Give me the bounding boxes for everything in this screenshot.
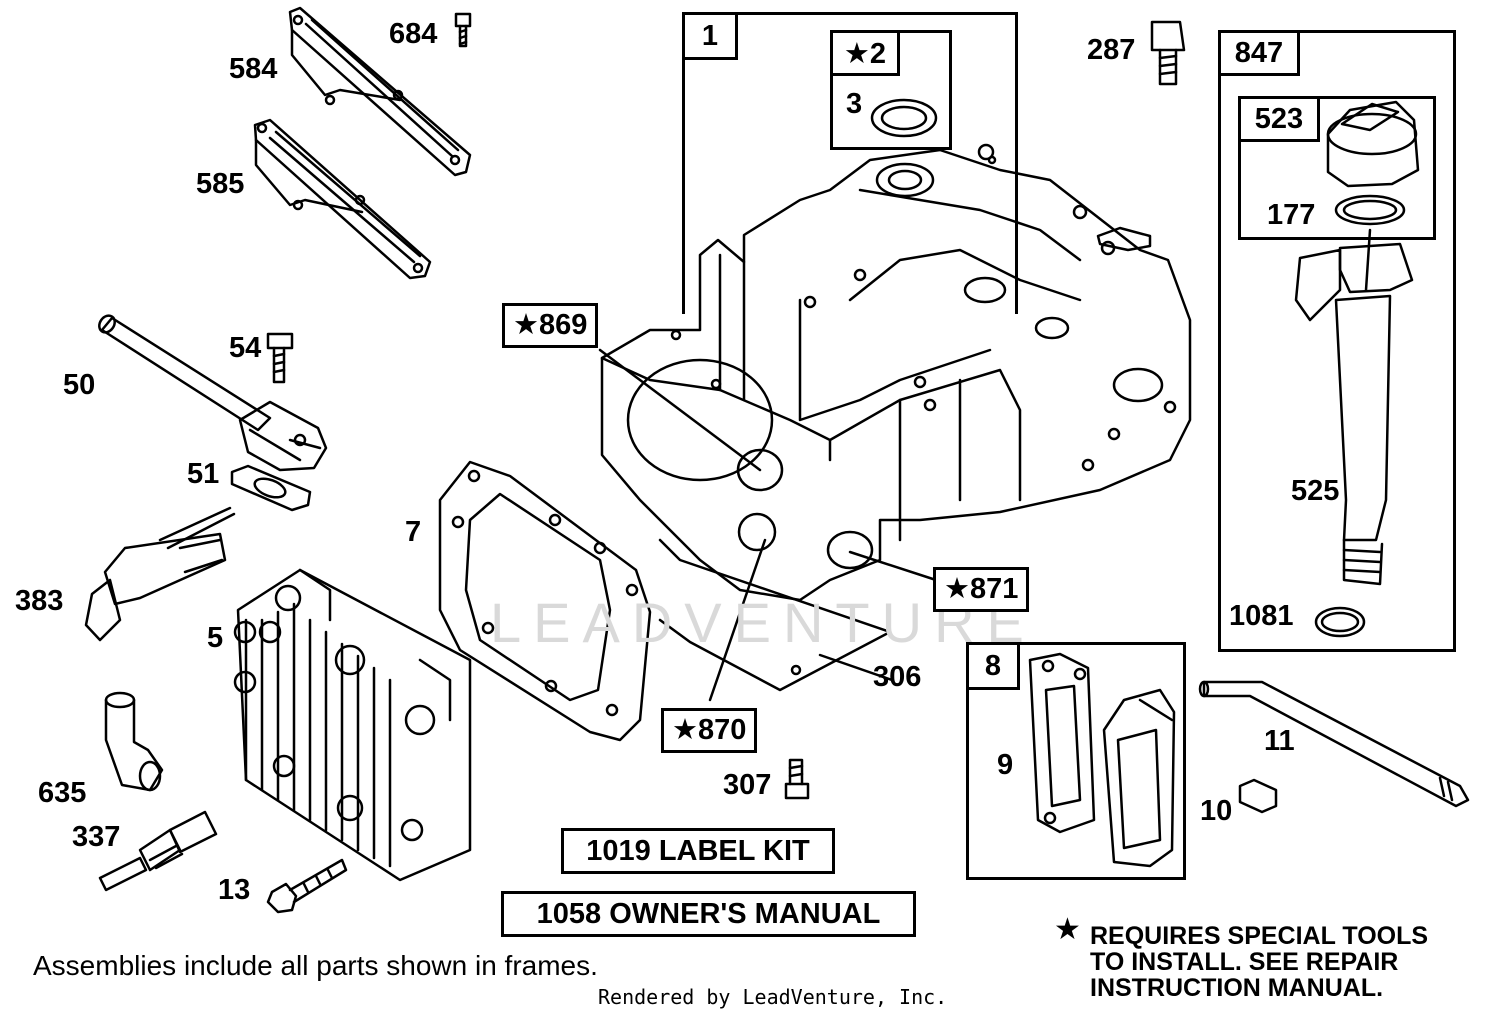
frame-8-tag: 8 <box>966 642 1020 690</box>
part-label-525: 525 <box>1291 475 1340 507</box>
part-383-drawing <box>84 506 236 642</box>
render-credit: Rendered by LeadVenture, Inc. <box>598 985 948 1009</box>
gasket-306-drawing <box>658 538 894 702</box>
oring-1081-drawing <box>1314 606 1366 638</box>
tube-525-drawing <box>1294 228 1414 586</box>
part-label-684: 684 <box>389 18 438 50</box>
special-note-line-1: REQUIRES SPECIAL TOOLS <box>1090 922 1429 950</box>
cylinder-head-5-drawing <box>233 568 472 882</box>
oring-177-drawing <box>1334 194 1406 226</box>
part-label-7: 7 <box>405 516 422 548</box>
leader-871 <box>848 550 938 582</box>
elbow-635-drawing <box>104 691 164 792</box>
head-gasket-7-drawing <box>438 460 652 742</box>
special-note-line-3: INSTRUCTION MANUAL. <box>1090 974 1384 1002</box>
frame-847 <box>1218 30 1456 652</box>
part-label-584: 584 <box>229 53 278 85</box>
bolt-10-drawing <box>1238 778 1278 814</box>
part-label-13: 13 <box>218 874 251 906</box>
bolt-287-drawing <box>1150 20 1186 86</box>
part-label-star871: ★871 <box>933 567 1030 612</box>
frame-847-tag: 847 <box>1218 30 1300 76</box>
crankcase-1-drawing <box>600 143 1192 602</box>
part-label-3: 3 <box>846 88 863 120</box>
part-label-star2: ★2 <box>830 30 900 76</box>
bolt-54-drawing <box>266 332 294 384</box>
gasket-585-drawing <box>253 118 432 280</box>
star-icon: ★ <box>1054 913 1081 946</box>
cap-523-drawing <box>1326 100 1420 188</box>
part-label-9: 9 <box>997 749 1014 781</box>
part-label-1081: 1081 <box>1229 600 1294 632</box>
part-label-383: 383 <box>15 585 64 617</box>
part-label-287: 287 <box>1087 34 1136 66</box>
part-label-5: 5 <box>207 622 224 654</box>
seal-3-drawing <box>870 98 938 138</box>
part-label-337: 337 <box>72 821 121 853</box>
part-label-54: 54 <box>229 332 262 364</box>
frame-1-tag: 1 <box>682 12 738 60</box>
tube-11-drawing <box>1198 680 1470 808</box>
part-label-51: 51 <box>187 458 220 490</box>
part-label-635: 635 <box>38 777 87 809</box>
leader-869 <box>598 348 762 472</box>
part-label-11: 11 <box>1264 725 1295 757</box>
part-label-585: 585 <box>196 168 245 200</box>
spark-plug-337-drawing <box>98 810 218 892</box>
gasket-584-drawing <box>288 6 472 177</box>
bolt-13-drawing <box>266 858 348 914</box>
label-kit-box: 1019 LABEL KIT <box>561 828 835 874</box>
frame-1-crankcase <box>682 12 1018 314</box>
assemblies-footnote: Assemblies include all parts shown in fr… <box>33 950 598 981</box>
gasket-9-drawing <box>1028 652 1096 834</box>
frame-523 <box>1238 96 1436 240</box>
breather-cover-drawing <box>1102 688 1176 868</box>
screw-307-drawing <box>784 758 810 800</box>
part-label-star870: ★870 <box>661 708 758 753</box>
frame-8 <box>966 642 1186 880</box>
part-label-177: 177 <box>1267 199 1316 231</box>
owners-manual-box: 1058 OWNER'S MANUAL <box>501 891 916 937</box>
part-label-50: 50 <box>63 369 96 401</box>
special-note-line-2: TO INSTALL. SEE REPAIR <box>1090 948 1399 976</box>
screw-684-drawing <box>454 12 472 48</box>
part-label-star869: ★869 <box>502 303 599 348</box>
part-label-306: 306 <box>873 661 922 693</box>
frame-523-tag: 523 <box>1238 96 1320 142</box>
special-tools-note: ★ REQUIRES SPECIAL TOOLS TO INSTALL. SEE… <box>1054 915 1429 1002</box>
tube-50-drawing <box>98 314 328 472</box>
part-label-10: 10 <box>1200 795 1233 827</box>
part-label-307: 307 <box>723 769 772 801</box>
gasket-51-drawing <box>230 464 312 512</box>
